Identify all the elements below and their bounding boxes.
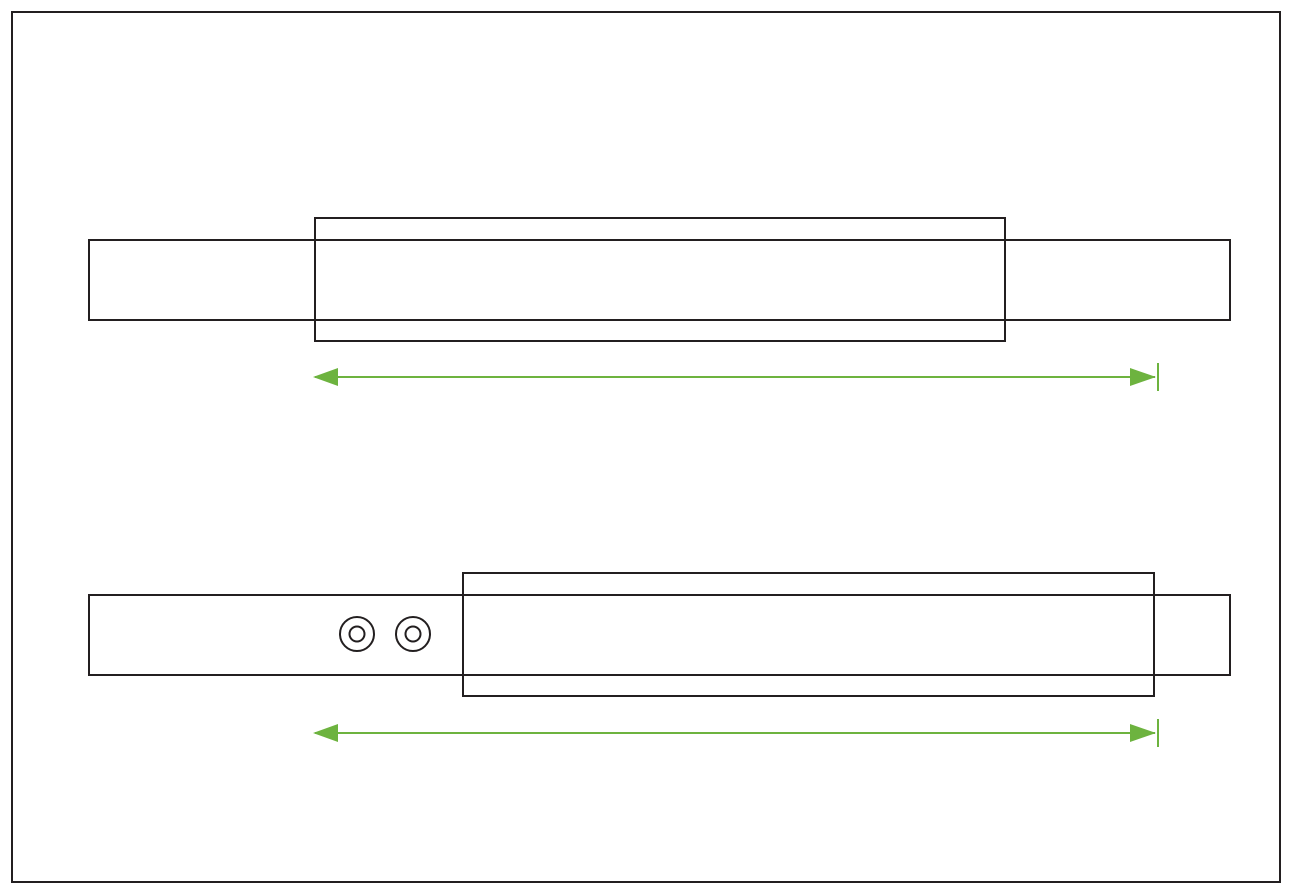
- top-arrow-left-head: [313, 368, 338, 386]
- top-dimension-arrow: [313, 363, 1159, 391]
- top-sliding-block: [314, 217, 1006, 342]
- screw-hole-2-icon: [395, 616, 431, 652]
- bottom-sliding-block: [462, 572, 1155, 697]
- top-long-rail: [88, 239, 1231, 321]
- bottom-long-rail: [88, 594, 1231, 676]
- bottom-dimension-arrow: [313, 719, 1159, 747]
- bottom-arrow-right-head: [1130, 724, 1156, 742]
- bottom-arrow-left-head: [313, 724, 338, 742]
- bottom-assembly: [88, 572, 1231, 747]
- top-assembly: [88, 217, 1231, 391]
- top-arrow-right-head: [1130, 368, 1156, 386]
- outer-frame: [11, 11, 1281, 883]
- screw-hole-1-icon: [339, 616, 375, 652]
